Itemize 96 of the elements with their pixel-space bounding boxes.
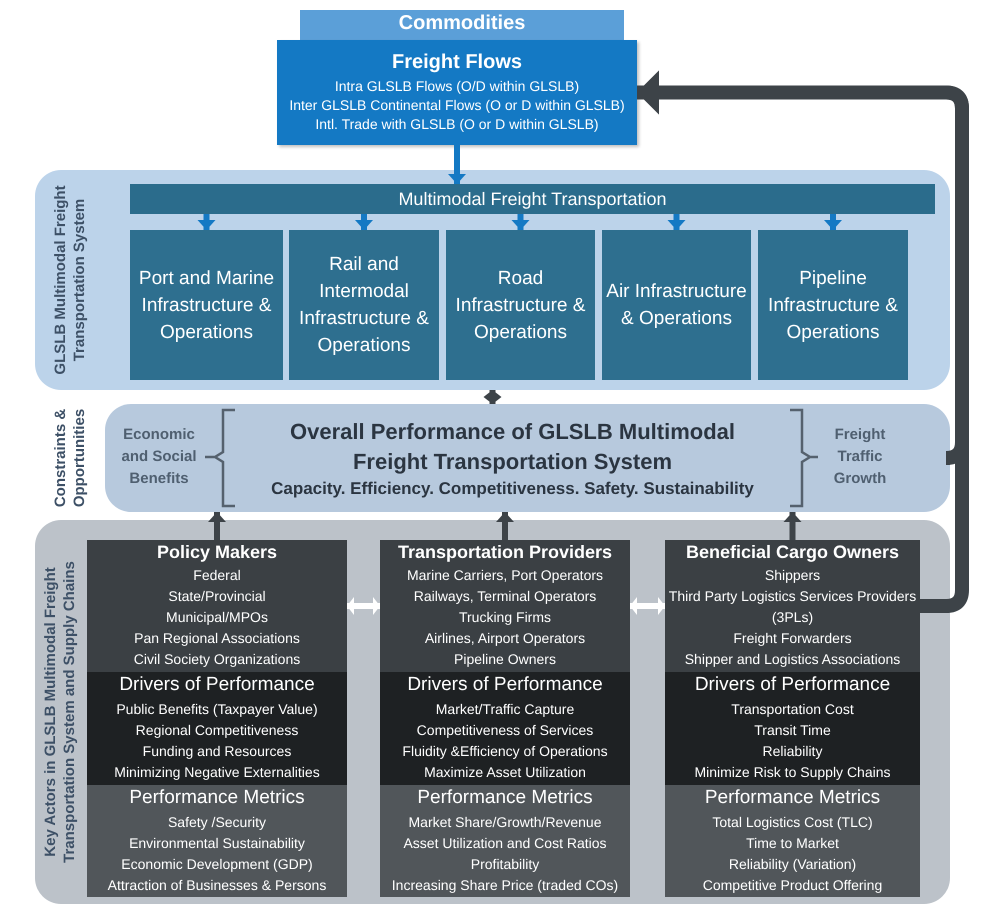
- list-item: Asset Utilization and Cost Ratios: [403, 834, 607, 852]
- heading: Transportation Providers: [398, 542, 612, 563]
- band-title: GLSLB Multimodal Freight Transportation System: [51, 184, 89, 377]
- list-item: Pipeline Owners: [454, 650, 556, 669]
- band-title: Constraints & Opportunities: [51, 408, 89, 510]
- heading: Performance Metrics: [129, 786, 305, 808]
- double-arrow: [484, 390, 502, 404]
- arrow: [512, 214, 530, 230]
- section-panel: [380, 785, 630, 897]
- arrow: [824, 214, 842, 230]
- process-box: [446, 230, 595, 380]
- process-box: [758, 230, 908, 380]
- band-panel: [35, 170, 950, 390]
- list-item: Transportation Cost: [731, 700, 854, 719]
- list-item: Intra GLSLB Flows (O/D within GLSLB): [334, 77, 580, 96]
- heading: Freight Flows: [392, 51, 522, 74]
- list-item: Transit Time: [754, 721, 831, 740]
- section-panel: [665, 672, 920, 785]
- list-item: Environmental Sustainability: [129, 834, 305, 853]
- list-item: Federal: [193, 566, 241, 585]
- band-panel: [35, 520, 950, 904]
- list-item: Shipper and Logistics Associations: [684, 650, 900, 669]
- list-item: Reliability: [762, 742, 822, 761]
- section-panel: [87, 785, 347, 897]
- actor-panel: [380, 540, 630, 672]
- list-item: Competitiveness of Services: [416, 721, 594, 740]
- list-item: Airlines, Airport Operators: [424, 629, 586, 648]
- list-item: Civil Society Organizations: [134, 650, 300, 669]
- heading: Performance Metrics: [704, 786, 880, 808]
- actor-panel: [665, 540, 920, 672]
- process-box: [289, 230, 439, 380]
- list-item: Attraction of Businesses & Persons: [108, 876, 326, 894]
- box-label: Road Infrastructure & Operations: [454, 266, 586, 344]
- box-label: Multimodal Freight Transportation: [398, 188, 667, 210]
- panel: [300, 10, 624, 40]
- heading: Drivers of Performance: [694, 674, 890, 696]
- list-item: Market Share/Growth/Revenue: [408, 812, 602, 832]
- list-item: Fluidity &Efficiency of Operations: [402, 742, 608, 761]
- list-item: Profitability: [470, 854, 540, 874]
- arrow: [496, 512, 514, 540]
- list-item: Freight Forwarders: [733, 629, 852, 648]
- arrow: [668, 214, 686, 230]
- arrow: [448, 145, 466, 184]
- list-item: Funding and Resources: [142, 742, 292, 761]
- header-bar: [130, 184, 935, 214]
- list-item: Pan Regional Associations: [134, 629, 300, 648]
- list-item: Total Logistics Cost (TLC): [712, 812, 873, 832]
- list-item: Public Benefits (Taxpayer Value): [116, 700, 318, 719]
- double-arrow: [347, 597, 380, 615]
- list-item: Railways, Terminal Operators: [414, 587, 596, 606]
- list-item: Minimize Risk to Supply Chains: [694, 763, 891, 782]
- list-item: Intl. Trade with GLSLB (O or D within GLSLB): [315, 115, 599, 134]
- list-item: Time to Market: [746, 834, 839, 852]
- list-item: Inter GLSLB Continental Flows (O or D within GLSLB): [289, 96, 625, 115]
- heading: Beneficial Cargo Owners: [686, 542, 900, 563]
- list-item: State/Provincial: [168, 587, 266, 606]
- section-panel: [380, 672, 630, 785]
- double-arrow: [630, 597, 665, 615]
- section-panel: [87, 672, 347, 785]
- box-label: Rail and Intermodal Infrastructure & Operations: [298, 253, 430, 358]
- box-label: Port and Marine Infrastructure & Operations: [138, 266, 276, 344]
- list-item: Municipal/MPOs: [166, 608, 268, 627]
- heading: Policy Makers: [156, 542, 278, 563]
- list-item: Third Party Logistics Services Providers (3PLs): [668, 587, 918, 627]
- side-text: Freight Traffic Growth: [832, 425, 888, 489]
- list-item: Market/Traffic Capture: [436, 700, 574, 719]
- list-item: Regional Competitiveness: [136, 721, 298, 740]
- arrow: [208, 512, 226, 540]
- arrow: [355, 214, 373, 230]
- list-item: Marine Carriers, Port Operators: [406, 566, 604, 585]
- box-label: Commodities: [398, 12, 526, 35]
- box-label: Air Infrastructure & Operations: [605, 280, 748, 331]
- band-title: Key Actors in GLSLB Multimodal Freight Transportation System and Supply Chains: [41, 560, 79, 865]
- list-item: Reliability (Variation): [728, 854, 856, 874]
- side-text: Economic and Social Benefits: [120, 425, 198, 489]
- box-label: Pipeline Infrastructure & Operations: [767, 266, 899, 344]
- heading: Performance Metrics: [417, 786, 593, 808]
- process-box: [130, 230, 283, 380]
- summary-title: Overall Performance of GLSLB Multimodal Freight Transportation System: [289, 418, 736, 476]
- heading: Drivers of Performance: [407, 674, 603, 696]
- list-item: Safety /Security: [168, 812, 266, 832]
- list-item: Minimizing Negative Externalities: [114, 763, 320, 782]
- summary-subtitle: Capacity. Efficiency. Competitiveness. Safety. Sustainability: [271, 479, 754, 499]
- arrow: [784, 512, 802, 540]
- actor-panel: [87, 540, 347, 672]
- list-item: Shippers: [764, 566, 820, 585]
- process-box: [602, 230, 751, 380]
- heading: Drivers of Performance: [119, 674, 315, 696]
- process-box: [277, 40, 637, 145]
- list-item: Maximize Asset Utilization: [424, 763, 586, 782]
- list-item: Economic Development (GDP): [121, 854, 313, 874]
- arrow: [198, 214, 216, 230]
- list-item: Competitive Product Offering: [702, 876, 882, 895]
- list-item: Trucking Firms: [458, 608, 552, 627]
- list-item: Increasing Share Price (traded COs): [392, 876, 618, 895]
- section-panel: [665, 785, 920, 897]
